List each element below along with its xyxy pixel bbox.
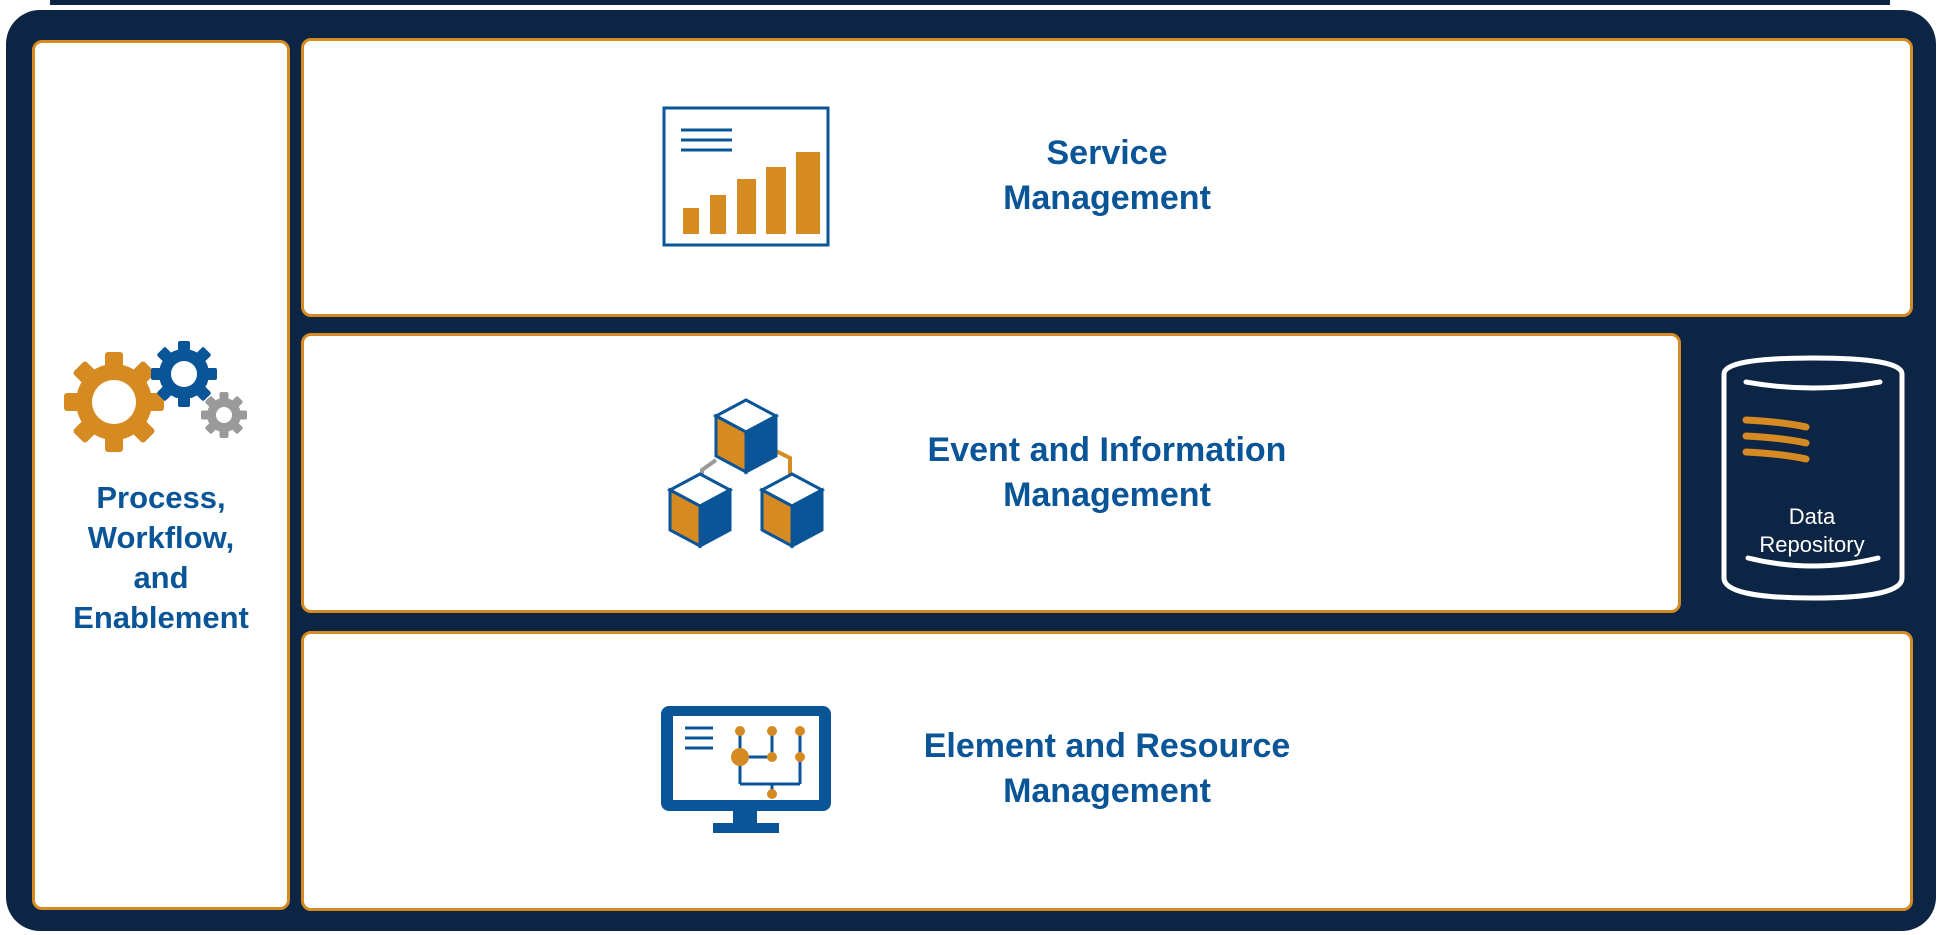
- repository-label-line-1: Data: [1788, 504, 1836, 529]
- process-label-line-3: and: [133, 560, 189, 595]
- process-workflow-panel: [32, 40, 290, 910]
- event-information-label: Event and Information Management: [857, 428, 1357, 518]
- event-information-panel: [301, 333, 1681, 613]
- connected-cubes-icon: [666, 398, 826, 549]
- frame-top-edge: [50, 0, 1890, 5]
- element-label-line-2: Management: [1003, 772, 1211, 810]
- event-label-line-2: Management: [1003, 476, 1211, 514]
- database-cylinder-icon: [1721, 355, 1905, 601]
- gears-icon: [64, 341, 247, 452]
- data-repository-label: Data Repository: [1720, 503, 1904, 559]
- element-resource-panel: [301, 631, 1913, 911]
- element-resource-label: Element and Resource Management: [857, 724, 1357, 814]
- process-label-line-4: Enablement: [73, 600, 249, 635]
- service-management-panel: [301, 38, 1913, 317]
- element-label-line-1: Element and Resource: [923, 727, 1291, 765]
- process-label-line-1: Process,: [96, 480, 226, 515]
- monitor-network-icon: [661, 706, 831, 833]
- event-label-line-1: Event and Information: [927, 431, 1287, 469]
- report-chart-icon: [662, 106, 830, 247]
- process-workflow-label: Process, Workflow, and Enablement: [32, 478, 290, 638]
- service-label-line-1: Service: [1046, 134, 1168, 172]
- service-label-line-2: Management: [1003, 179, 1211, 217]
- service-management-label: Service Management: [907, 131, 1307, 221]
- repository-label-line-2: Repository: [1759, 532, 1865, 557]
- process-label-line-2: Workflow,: [87, 520, 235, 555]
